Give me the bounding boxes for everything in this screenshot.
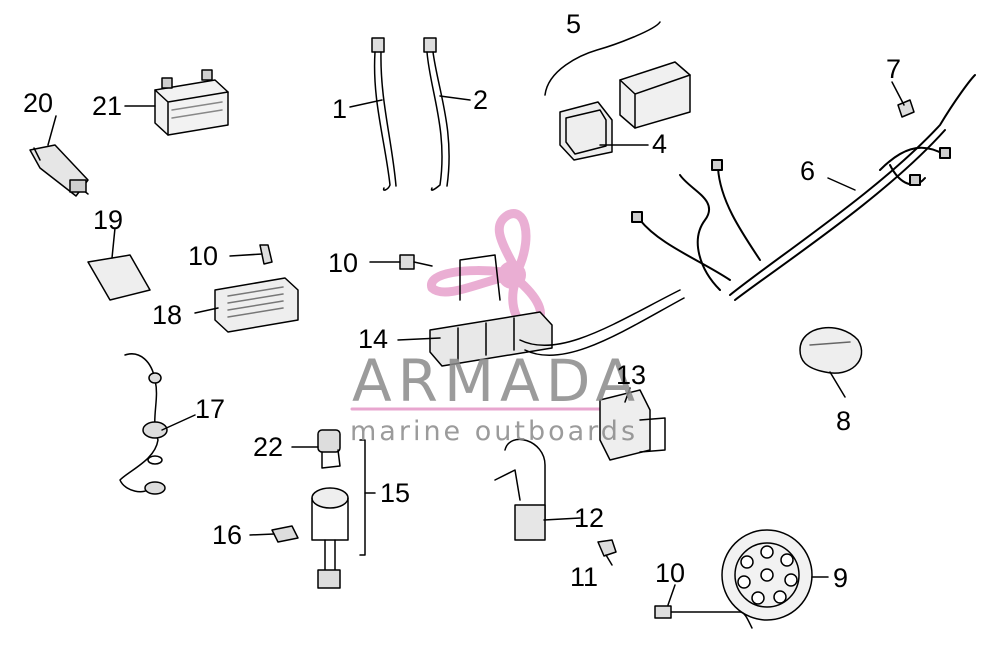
callout-22: 22 bbox=[253, 432, 284, 462]
callout-21: 21 bbox=[92, 91, 123, 121]
callout-1: 1 bbox=[332, 94, 348, 124]
part-8-cover bbox=[799, 326, 863, 374]
callout-19: 19 bbox=[93, 205, 124, 235]
part-18-regulator bbox=[214, 277, 299, 333]
part-6-harness bbox=[631, 74, 976, 301]
bracket-5 bbox=[544, 21, 661, 96]
part-11-bolt bbox=[597, 539, 617, 557]
part-16-clip bbox=[271, 525, 299, 543]
watermark-logo bbox=[427, 209, 545, 331]
part-1-lead bbox=[371, 37, 397, 191]
callout-10-regulator: 10 bbox=[188, 241, 219, 271]
callout-4: 4 bbox=[652, 129, 668, 159]
callout-12: 12 bbox=[574, 503, 605, 533]
part-17-sensor bbox=[119, 353, 168, 495]
part-13-relay bbox=[599, 389, 666, 461]
leader-lines bbox=[47, 81, 905, 606]
callout-13: 13 bbox=[616, 360, 647, 390]
callout-8: 8 bbox=[836, 406, 852, 436]
part-10-bolt-a bbox=[259, 244, 273, 265]
callout-18: 18 bbox=[152, 300, 183, 330]
callout-10-relay: 10 bbox=[328, 248, 359, 278]
part-5-unit bbox=[619, 61, 691, 129]
watermark-brand: ARMADA bbox=[352, 347, 642, 415]
callout-16: 16 bbox=[212, 520, 243, 550]
part-9-horn bbox=[654, 529, 813, 629]
callout-10-horn: 10 bbox=[655, 558, 686, 588]
callout-6: 6 bbox=[800, 156, 816, 186]
part-20-switch bbox=[29, 144, 89, 197]
callout-2: 2 bbox=[473, 85, 489, 115]
callout-17: 17 bbox=[195, 394, 226, 424]
callout-14: 14 bbox=[358, 324, 389, 354]
watermark-tagline: marine outboards bbox=[350, 416, 639, 447]
callout-11: 11 bbox=[570, 562, 599, 592]
callout-9: 9 bbox=[833, 563, 849, 593]
part-14-relay-bank bbox=[429, 254, 685, 367]
part-22-key bbox=[317, 429, 341, 469]
part-10-bolt-b bbox=[399, 254, 433, 270]
part-2-lead bbox=[423, 37, 450, 191]
callout-20: 20 bbox=[23, 88, 54, 118]
part-21-battery bbox=[154, 69, 229, 136]
part-15-ignition-switch bbox=[311, 487, 349, 589]
part-19-cover bbox=[87, 254, 151, 301]
callout-15: 15 bbox=[380, 478, 411, 508]
callout-5: 5 bbox=[566, 9, 582, 39]
part-12-coil bbox=[494, 438, 546, 541]
part-4-box bbox=[559, 101, 613, 161]
bracket-15 bbox=[359, 439, 366, 556]
callout-7: 7 bbox=[886, 54, 902, 84]
part-7-fuse bbox=[897, 99, 915, 118]
